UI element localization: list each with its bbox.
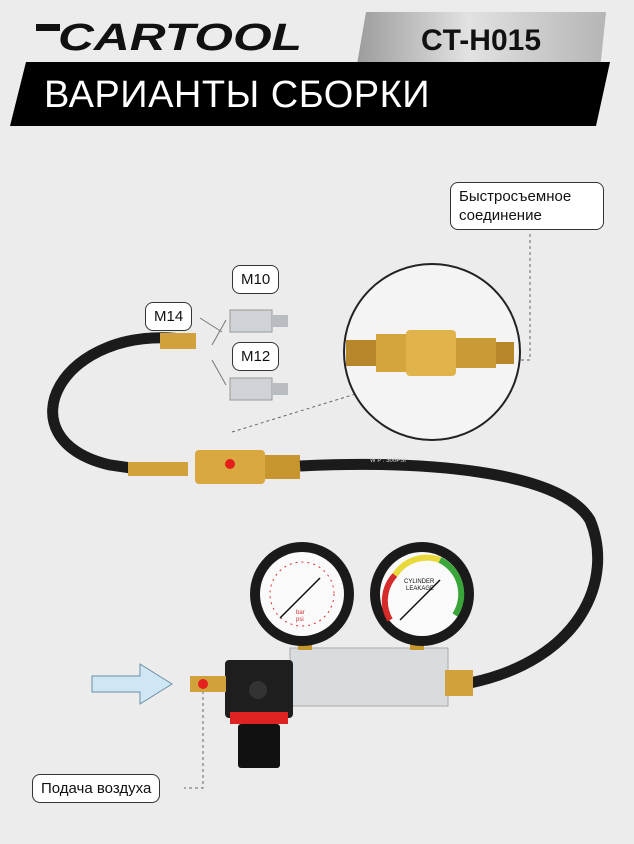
model-number: CT-H015: [420, 24, 542, 57]
m10-adapter: [229, 309, 288, 333]
brand-name: CARTOOL: [58, 17, 302, 54]
magnifier-circle: [343, 263, 521, 441]
short-hose: [47, 332, 191, 476]
long-hose: [299, 458, 604, 689]
marker-dot: [198, 679, 208, 689]
callout-air-supply: Подача воздуха: [32, 774, 161, 803]
hose-marking: W P : 300PSI: [370, 458, 406, 464]
callout-text-line: Быстросъемное: [459, 188, 572, 205]
callout-m14: M14: [145, 302, 193, 331]
hose-fitting: [128, 462, 188, 476]
callout-m10: M10: [232, 265, 280, 294]
gauge-label-1: CYLINDER: [404, 579, 435, 585]
m12-adapter: [229, 377, 288, 401]
title-banner: ВАРИАНТЫ СБОРКИ: [10, 62, 610, 126]
regulator: [225, 660, 293, 768]
manifold-block: [289, 647, 449, 707]
marker-dot: [225, 459, 235, 469]
gauge-label-2: LEAKAGE: [406, 586, 434, 592]
gauge-unit-bar: bar: [296, 610, 305, 616]
coupler-nut: [265, 455, 300, 479]
cartool-logo: CARTOOL: [36, 17, 302, 54]
leader-quick-connect: [516, 234, 531, 361]
callout-text-line: соединение: [459, 207, 542, 224]
air-input-arrow: [91, 663, 173, 705]
callout-quick-connect: Быстросъемное соединение: [450, 182, 604, 230]
leader-magnifier: [231, 391, 363, 433]
page-title: ВАРИАНТЫ СБОРКИ: [44, 74, 431, 116]
model-tag: CT-H015: [356, 12, 606, 70]
gauge-unit-psi: psi: [296, 617, 304, 623]
pressure-gauge: bar psi: [250, 542, 354, 646]
leakage-gauge: CYLINDER LEAKAGE: [370, 542, 474, 646]
logo-plus-bar: [36, 24, 60, 31]
callout-m12: M12: [232, 342, 280, 371]
leader-air-supply: [184, 685, 204, 789]
manifold-fitting: [445, 670, 473, 696]
m14-fitting: [160, 333, 196, 349]
adapter-leaders: [199, 317, 227, 386]
